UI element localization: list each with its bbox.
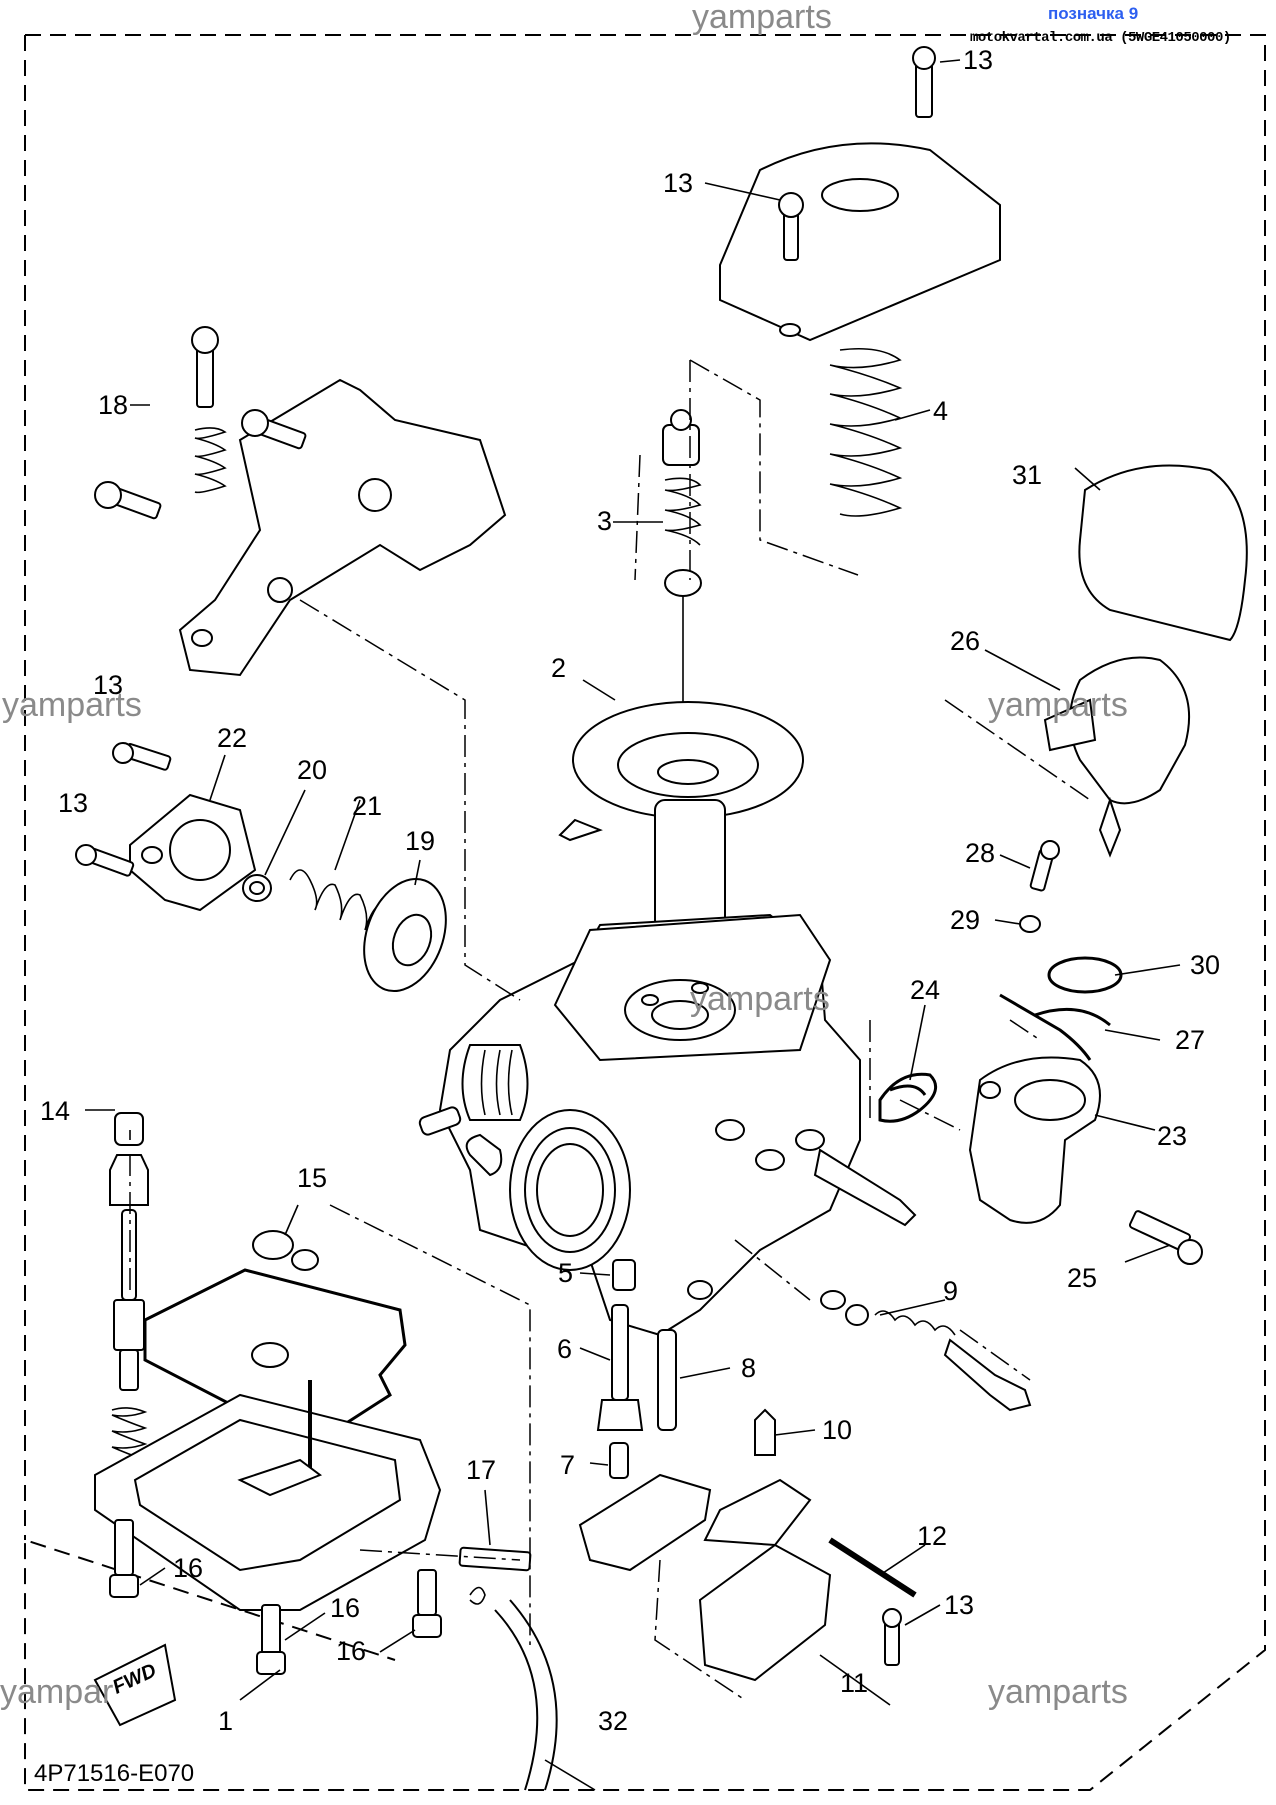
callout-2: 2 <box>551 653 567 683</box>
part-32-drain-hose <box>469 1586 558 1791</box>
watermark-bottom-left: yampar <box>0 1673 114 1711</box>
part-11-float <box>578 1473 832 1682</box>
callout-8: 8 <box>741 1353 757 1383</box>
part-28-screw <box>1029 840 1060 892</box>
part-9-pilot-screw-set <box>820 1290 1032 1412</box>
callout-11: 11 <box>840 1668 869 1698</box>
part-12-float-pin <box>828 1537 917 1598</box>
part-20-washer <box>242 874 272 902</box>
callout-15: 15 <box>297 1163 328 1193</box>
part-16-screw-left <box>109 1519 139 1598</box>
callout-26: 26 <box>950 626 981 656</box>
callout-24: 24 <box>910 975 941 1005</box>
part-16-screw-middle <box>256 1604 286 1675</box>
callout-22: 22 <box>217 723 248 753</box>
watermark-top: yamparts <box>692 0 832 36</box>
callout-16-right: 16 <box>336 1636 367 1666</box>
part-7-pilot-jet <box>609 1442 629 1479</box>
watermark-bottom-right: yamparts <box>988 1673 1128 1711</box>
part-14-starter-plunger <box>109 1112 149 1461</box>
watermark-center: yamparts <box>690 980 830 1018</box>
carburetor-body <box>418 913 917 1337</box>
callout-16-middle: 16 <box>330 1593 361 1623</box>
part-19-seal <box>363 877 447 993</box>
watermark-left: yamparts <box>2 686 142 724</box>
diagram-code: 4P71516-E070 <box>34 1760 195 1787</box>
callout-29: 29 <box>950 905 981 935</box>
callout-19: 19 <box>405 826 436 856</box>
part-26-starter <box>1043 656 1191 858</box>
callout-9: 9 <box>943 1276 959 1306</box>
callout-18: 18 <box>98 390 129 420</box>
callout-25: 25 <box>1067 1263 1098 1293</box>
assembly-lines <box>129 359 1091 1701</box>
callout-17: 17 <box>466 1455 497 1485</box>
callout-13-float: 13 <box>944 1590 975 1620</box>
bookmark-label: позначка 9 <box>1048 4 1139 23</box>
part-18-bracket <box>94 326 507 677</box>
bracket-screw-lower <box>94 481 162 520</box>
callout-1: 1 <box>218 1706 234 1736</box>
callout-27: 27 <box>1175 1025 1206 1055</box>
callout-10: 10 <box>822 1415 853 1445</box>
callout-13-top: 13 <box>963 45 994 75</box>
part-5-jet <box>612 1259 636 1291</box>
part-6-needle-jet <box>596 1304 644 1431</box>
callout-28: 28 <box>965 838 996 868</box>
part-4-spring <box>829 347 903 517</box>
bracket-screw-upper <box>241 409 307 450</box>
callout-13-plate-upper: 13 <box>93 670 124 700</box>
callout-13-cover: 13 <box>663 168 694 198</box>
part-13-screw-top <box>912 46 936 118</box>
part-float-bowl <box>94 1342 442 1611</box>
part-8-pilot-jet <box>657 1329 677 1431</box>
part-13-screw-float <box>882 1608 902 1666</box>
callout-12: 12 <box>917 1521 948 1551</box>
part-10-float-needle <box>754 1408 776 1456</box>
callout-32: 32 <box>598 1706 629 1736</box>
source-label: motokvartal.com.ua (5WGE41050000) <box>970 30 1231 46</box>
part-22-starter-plate <box>75 742 257 912</box>
callout-6: 6 <box>557 1334 573 1364</box>
fwd-arrow-icon <box>93 1643 177 1727</box>
part-29-washer <box>1019 915 1041 933</box>
part-24-gasket <box>878 1072 938 1123</box>
callout-4: 4 <box>933 396 949 426</box>
part-2-diaphragm-piston <box>558 701 804 931</box>
callout-3: 3 <box>597 506 613 536</box>
callout-31: 31 <box>1012 460 1043 490</box>
plate-screw-upper <box>112 742 172 771</box>
part-25-screw <box>1128 1210 1203 1265</box>
plate-screw-lower <box>75 844 135 877</box>
callout-14: 14 <box>40 1096 71 1126</box>
callout-30: 30 <box>1190 950 1221 980</box>
callout-7: 7 <box>560 1450 576 1480</box>
part-23-joint <box>968 1056 1101 1224</box>
part-15-gasket <box>143 1230 407 1442</box>
assembly-boundary <box>24 34 1266 1791</box>
part-27-clip <box>999 993 1111 1061</box>
part-31-cap <box>1078 464 1248 642</box>
watermark-right: yamparts <box>988 686 1128 724</box>
part-top-cover <box>719 142 1001 342</box>
callout-16-left: 16 <box>173 1553 204 1583</box>
part-30-o-ring <box>1047 956 1123 994</box>
part-16-screw-right <box>412 1569 442 1638</box>
callout-5: 5 <box>558 1258 574 1288</box>
callout-20: 20 <box>297 755 328 785</box>
callout-21: 21 <box>352 791 383 821</box>
callout-23: 23 <box>1157 1121 1188 1151</box>
callout-13-plate-lower: 13 <box>58 788 89 818</box>
